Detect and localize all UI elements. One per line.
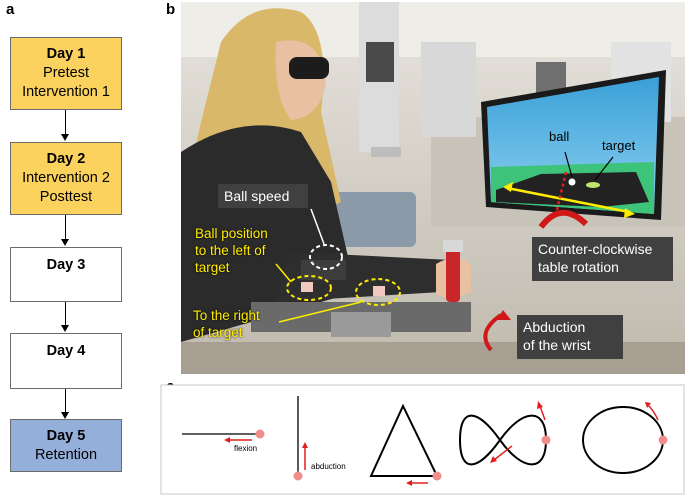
day-1-title: Day 1 <box>46 46 86 62</box>
abduction-line-2: of the wrist <box>523 337 591 353</box>
abduction-callout: Abduction of the wrist <box>517 315 623 359</box>
table-rotation-line-1: Counter-clockwise <box>538 241 653 257</box>
ball-left-line-1: Ball position <box>195 226 268 241</box>
flexion-label: flexion <box>234 444 258 453</box>
day-3-box: Day 3 <box>10 247 122 302</box>
day-1-box: Day 1 Pretest Intervention 1 <box>10 37 122 110</box>
day-2-box: Day 2 Intervention 2 Posttest <box>10 142 122 215</box>
photo-scene <box>181 2 685 374</box>
day-5-title: Day 5 <box>46 427 86 444</box>
day-2-line-2: Posttest <box>39 189 93 205</box>
day-1-line-1: Pretest <box>43 65 89 81</box>
table-rotation-line-2: table rotation <box>538 259 619 275</box>
day-2-title: Day 2 <box>46 151 86 167</box>
ball-right-line-2: of target <box>193 325 243 340</box>
left-position-marker <box>286 275 332 301</box>
timeline-arrow-head <box>61 325 69 332</box>
figure-eight-pattern <box>458 401 551 466</box>
experiment-photo: ball target Ball speed Counter-clockwise… <box>181 2 685 374</box>
target-marker <box>586 182 600 188</box>
day-4-box: Day 4 <box>10 333 122 389</box>
computer-tower <box>421 42 476 137</box>
ball-marker <box>568 178 576 186</box>
timeline-arrow <box>65 110 66 136</box>
movement-patterns-svg <box>160 384 685 495</box>
monitor-target-label: target <box>602 138 636 153</box>
timeline-arrow <box>65 215 66 241</box>
timeline-arrow-head <box>61 239 69 246</box>
right-position-marker <box>355 278 401 306</box>
abduction-line-1: Abduction <box>523 319 586 335</box>
virtual-table <box>496 172 649 207</box>
ball-right-line-1: To the right <box>193 308 260 323</box>
ball-right-callout: To the right of target <box>193 307 260 341</box>
ball-speed-text: Ball speed <box>224 188 290 204</box>
day-1-line-2: Intervention 1 <box>22 84 110 100</box>
abduction-pattern <box>293 396 308 481</box>
robot-handle <box>446 247 460 302</box>
ball-left-callout: Ball position to the left of target <box>195 225 268 276</box>
flexion-pattern <box>182 429 265 443</box>
day-5-line-1: Retention <box>34 446 98 463</box>
timeline-arrow <box>65 302 66 327</box>
ball-speed-callout: Ball speed <box>218 184 308 208</box>
day-3-title: Day 3 <box>46 257 86 273</box>
panel-b-label: b <box>166 1 176 18</box>
day-5-box: Day 5 Retention <box>10 419 122 472</box>
triangle-pattern <box>369 403 442 486</box>
monitor-ball-label: ball <box>549 129 570 144</box>
timeline-arrow-head <box>61 134 69 141</box>
timeline-arrow <box>65 389 66 414</box>
ball-left-line-3: target <box>195 260 230 275</box>
panel-a-label: a <box>6 1 15 18</box>
ellipse-pattern <box>582 402 668 474</box>
goggles <box>289 57 329 79</box>
ball-left-line-2: to the left of <box>195 243 266 258</box>
day-2-line-1: Intervention 2 <box>22 170 110 186</box>
abduction-label: abduction <box>311 462 346 471</box>
movement-patterns: flexion abduction <box>160 384 685 495</box>
chair <box>331 192 416 247</box>
timeline-arrow-head <box>61 412 69 419</box>
ball-speed-marker <box>309 244 343 270</box>
table-rotation-callout: Counter-clockwise table rotation <box>532 237 673 281</box>
day-4-title: Day 4 <box>46 343 86 359</box>
